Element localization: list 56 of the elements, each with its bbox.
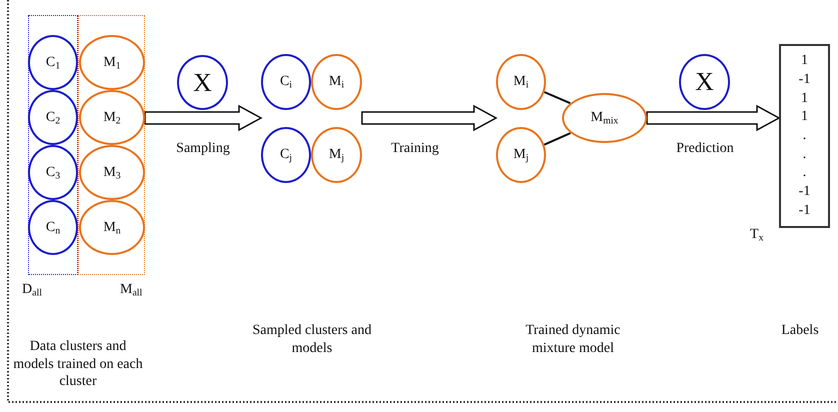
model-ellipse — [79, 35, 145, 90]
node-label: . — [802, 148, 806, 162]
node-label: X — [193, 70, 212, 96]
model-ellipse — [311, 127, 362, 183]
node-label: M$_{j}$ — [513, 148, 529, 162]
stage-caption: Sampled clusters and models — [252, 323, 372, 356]
node-label: 1 — [801, 110, 808, 124]
node-label: -1 — [798, 204, 810, 218]
stage-caption: Trained dynamic mixture model — [526, 323, 620, 356]
input-circle — [679, 54, 730, 110]
label-vector-box — [779, 44, 830, 228]
edge-label: Sampling — [174, 141, 232, 156]
connector-line — [544, 91, 571, 104]
connector-line — [544, 132, 571, 146]
node-label: M$_{i}$ — [513, 75, 529, 89]
node-label: C$_{j}$ — [280, 148, 292, 162]
cluster-circle — [28, 90, 78, 145]
block-arrow — [144, 104, 263, 132]
model-ellipse — [562, 93, 647, 143]
stage-caption: Labels — [781, 323, 819, 338]
node-label: X — [695, 69, 714, 95]
dotted-frame — [78, 15, 145, 275]
node-label: M$_{2}$ — [103, 110, 121, 124]
cluster-circle — [28, 35, 78, 90]
input-circle — [177, 55, 228, 110]
set-label: M$_{all}$ — [120, 281, 142, 298]
node-label: M$_{3}$ — [103, 166, 121, 180]
node-label: C$_{i}$ — [280, 75, 292, 89]
set-label: D$_{all}$ — [22, 281, 42, 298]
cluster-circle — [28, 145, 78, 200]
model-ellipse — [79, 90, 145, 145]
node-label: . — [802, 128, 806, 143]
node-label: M$_{i}$ — [328, 75, 344, 89]
edge-label: Training — [389, 141, 441, 156]
node-label: C$_{3}$ — [46, 166, 60, 180]
node-label: C$_{1}$ — [46, 56, 60, 70]
model-ellipse — [79, 200, 145, 255]
dotted-frame — [28, 15, 78, 275]
node-label: M$_{n}$ — [103, 220, 121, 234]
node-label: M$_{1}$ — [103, 56, 121, 70]
model-ellipse — [311, 54, 362, 110]
node-label: C$_{2}$ — [46, 110, 60, 124]
model-ellipse — [79, 145, 145, 200]
node-label: 1 — [801, 54, 808, 68]
node-label: M$_{mix}$ — [590, 111, 618, 125]
block-arrow — [361, 104, 498, 132]
node-label: -1 — [798, 184, 810, 199]
stage-caption: Data clusters and models trained on each cluster — [13, 339, 143, 389]
cluster-circle — [28, 200, 78, 255]
node-label: . — [802, 166, 806, 180]
block-arrow — [646, 104, 781, 132]
set-label: T$_{x}$ — [750, 226, 764, 244]
node-label: 1 — [801, 92, 808, 106]
node-label: -1 — [798, 72, 810, 87]
node-label: M$_{j}$ — [328, 148, 344, 162]
node-label: C$_{n}$ — [46, 220, 60, 234]
